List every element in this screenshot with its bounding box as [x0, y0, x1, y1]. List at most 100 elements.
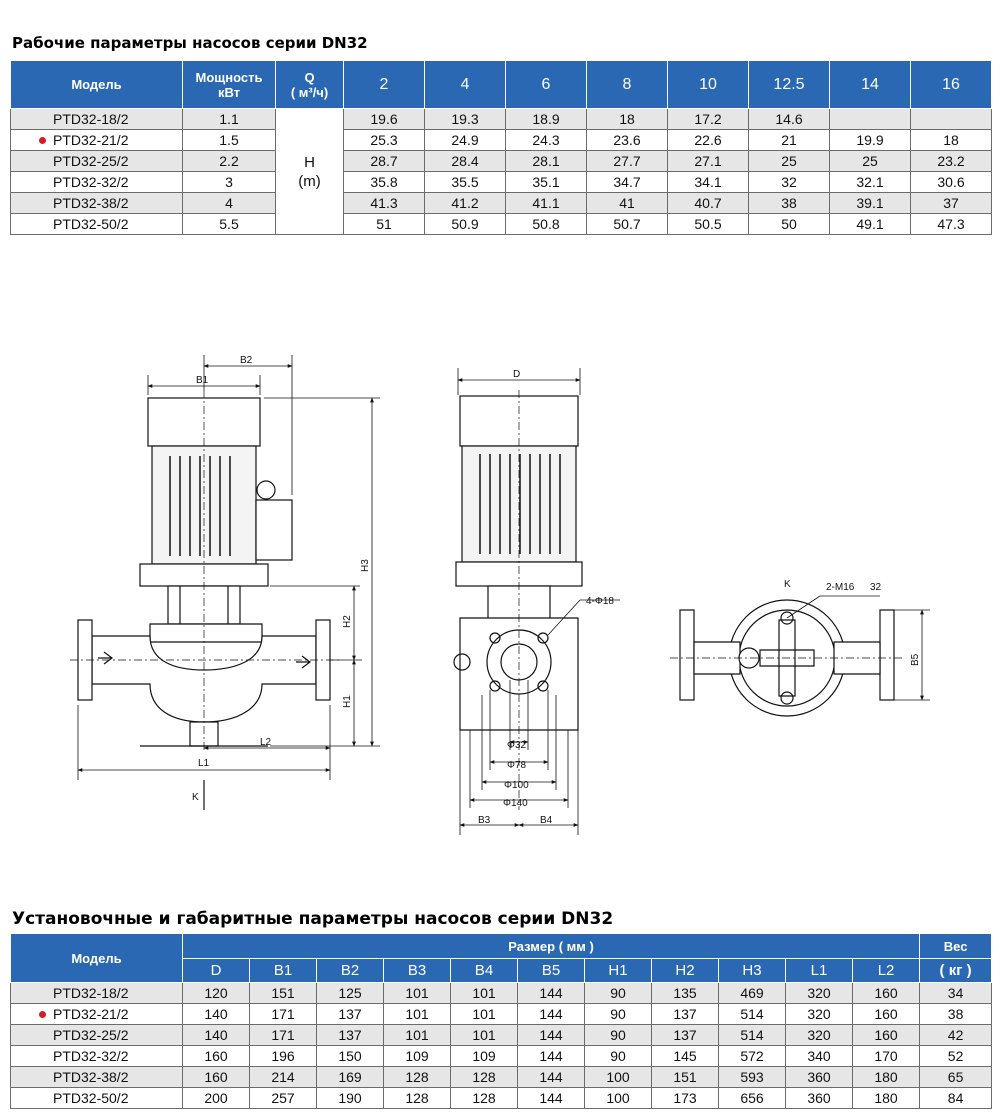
head-value-cell: 27.7 [586, 150, 668, 172]
model-cell: PTD32-32/2 [10, 171, 183, 193]
weight-cell: 84 [919, 1087, 993, 1109]
dimension-value-cell: 144 [517, 1045, 585, 1067]
dimension-value-cell: 150 [316, 1045, 384, 1067]
header-dim: D [182, 958, 250, 983]
head-value-cell: 50.8 [505, 213, 587, 235]
selected-marker-icon [39, 137, 46, 144]
side-view-drawing [70, 390, 340, 750]
header-dim: B3 [383, 958, 451, 983]
model-name: PTD32-21/2 [53, 132, 129, 148]
head-value-cell: 40.7 [667, 192, 749, 214]
dimension-value-cell: 90 [584, 1024, 652, 1046]
header-model: Модель [10, 933, 183, 983]
dimension-value-cell: 171 [249, 1003, 317, 1025]
dimension-value-cell: 469 [718, 982, 786, 1004]
performance-table-title: Рабочие параметры насосов серии DN32 [12, 34, 368, 52]
dimension-value-cell: 360 [785, 1066, 853, 1088]
head-value-cell: 19.9 [829, 129, 911, 151]
dimension-value-cell: 160 [851, 1003, 921, 1025]
label-bolt-holes: 4-Φ18 [586, 596, 614, 607]
label-bolt-length: 32 [870, 582, 882, 593]
dimensions-header-row: Модель Размер ( мм ) Вес [10, 933, 993, 983]
label-b1: B1 [196, 375, 209, 386]
dimension-value-cell: 214 [249, 1066, 317, 1088]
header-flow-value: 6 [505, 60, 587, 109]
model-name: PTD32-38/2 [53, 1069, 129, 1085]
dimension-value-cell: 109 [450, 1045, 518, 1067]
header-dim: B1 [249, 958, 317, 983]
performance-table: Модель Мощность кВт Q ( м³/ч) 2 4 6 8 10… [10, 60, 992, 235]
dimension-value-cell: 257 [249, 1087, 317, 1109]
dimension-value-cell: 160 [851, 1024, 921, 1046]
head-value-cell: 28.1 [505, 150, 587, 172]
motor-cooling-fins [169, 456, 231, 556]
model-name: PTD32-50/2 [53, 1090, 129, 1106]
top-view-drawing [670, 599, 905, 717]
model-cell: PTD32-50/2 [10, 1087, 183, 1109]
dimension-value-cell: 593 [718, 1066, 786, 1088]
performance-header-row: Модель Мощность кВт Q ( м³/ч) 2 4 6 8 10… [10, 60, 992, 109]
label-bolt: 2-M16 [826, 582, 855, 593]
header-flow-value: 10 [667, 60, 749, 109]
label-h1: H1 [342, 695, 353, 708]
dimension-value-cell: 151 [651, 1066, 719, 1088]
dimension-value-cell: 137 [316, 1003, 384, 1025]
head-value-cell: 25 [829, 150, 911, 172]
head-value-cell: 24.3 [505, 129, 587, 151]
head-value-cell: 35.1 [505, 171, 587, 193]
dimension-value-cell: 173 [651, 1087, 719, 1109]
dimension-value-cell: 101 [450, 982, 518, 1004]
head-value-cell: 34.1 [667, 171, 749, 193]
dimensions-table-title: Установочные и габаритные параметры насо… [12, 909, 614, 929]
head-value-cell: 19.3 [424, 108, 506, 130]
header-flow-unit: ( м³/ч) [290, 84, 329, 100]
dimension-value-cell: 140 [182, 1003, 250, 1025]
model-cell: PTD32-21/2 [10, 129, 183, 151]
weight-cell: 42 [919, 1024, 993, 1046]
label-k-top: K [784, 579, 791, 590]
model-cell: PTD32-25/2 [10, 1024, 183, 1046]
header-dim: H1 [584, 958, 652, 983]
dimensions-table: Модель Размер ( мм ) Вес D B1 B2 B3 B4 B… [10, 933, 993, 1109]
head-value-cell: 28.7 [343, 150, 425, 172]
weight-cell: 52 [919, 1045, 993, 1067]
head-value-cell: 30.6 [910, 171, 992, 193]
dimension-value-cell: 90 [584, 982, 652, 1004]
label-d100: Φ100 [504, 780, 529, 791]
dimension-value-cell: 90 [584, 1003, 652, 1025]
head-value-cell: 19.6 [343, 108, 425, 130]
label-b3: B3 [478, 815, 491, 826]
dimension-value-cell: 100 [584, 1066, 652, 1088]
dimension-value-cell: 128 [450, 1087, 518, 1109]
model-name: PTD32-21/2 [53, 1006, 129, 1022]
dimension-value-cell: 144 [517, 1066, 585, 1088]
head-value-cell: 50 [748, 213, 830, 235]
head-value-cell: 35.5 [424, 171, 506, 193]
model-name: PTD32-25/2 [53, 1027, 129, 1043]
dimension-value-cell: 101 [450, 1003, 518, 1025]
dimension-value-cell: 169 [316, 1066, 384, 1088]
label-k-side: K [192, 792, 199, 803]
label-d32: Φ32 [507, 740, 527, 751]
dimension-value-cell: 144 [517, 1087, 585, 1109]
dimension-value-cell: 101 [383, 1003, 451, 1025]
lifting-eye [256, 480, 276, 500]
head-value-cell: 47.3 [910, 213, 992, 235]
model-cell: PTD32-32/2 [10, 1045, 183, 1067]
dimension-value-cell: 109 [383, 1045, 451, 1067]
dimension-value-cell: 160 [182, 1066, 250, 1088]
dimension-value-cell: 128 [383, 1087, 451, 1109]
head-value-cell: 14.6 [748, 108, 830, 130]
dimension-value-cell: 160 [182, 1045, 250, 1067]
head-value-cell: 18.9 [505, 108, 587, 130]
head-value-cell: 25 [748, 150, 830, 172]
weight-cell: 38 [919, 1003, 993, 1025]
label-b5: B5 [910, 653, 921, 666]
power-cell: 1.1 [182, 108, 276, 130]
header-dim: L2 [851, 958, 921, 983]
